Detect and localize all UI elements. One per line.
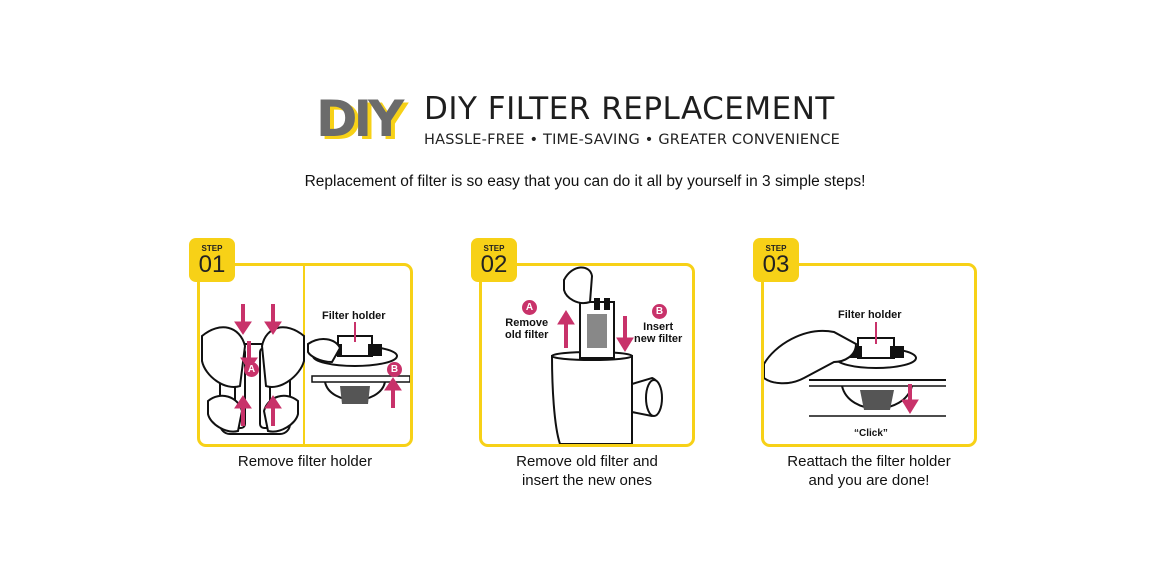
step-2-caption-line-1: Remove old filter and xyxy=(516,453,658,470)
step-3-caption-line-2: and you are done! xyxy=(808,472,930,489)
step-2-badge-number: 02 xyxy=(480,251,508,278)
insert-new-filter-label: Insert new filter xyxy=(634,321,682,345)
step-3-badge: STEP 03 xyxy=(753,238,799,282)
logo-text: DIY xyxy=(316,90,404,148)
step-2-badge: STEP 02 xyxy=(471,238,517,282)
step-1-badge: STEP 01 xyxy=(189,238,235,282)
step-2-caption: Remove old filter and insert the new one… xyxy=(479,452,695,490)
step-1-illustration xyxy=(201,266,410,444)
step-3-caption: Reattach the filter holder and you are d… xyxy=(761,452,977,490)
filter-holder-label: Filter holder xyxy=(838,309,902,321)
marker-b: B xyxy=(652,304,667,319)
step-2-badge-label: STEP xyxy=(483,244,505,253)
filter-holder-label: Filter holder xyxy=(322,310,386,322)
step-1-badge-label: STEP xyxy=(201,244,223,253)
header: DIY DIY DIY FILTER REPLACEMENT HASSLE-FR… xyxy=(316,92,876,152)
intro-text: Replacement of filter is so easy that yo… xyxy=(304,173,866,190)
logo-shadow-text: DIY xyxy=(320,93,408,151)
step-1-card: Filter holder A B xyxy=(197,263,413,447)
remove-label-line-2: old filter xyxy=(505,329,549,341)
step-3-illustration xyxy=(764,322,946,417)
step-1-caption-line-1: Remove filter holder xyxy=(237,453,373,470)
step-3-badge-number: 03 xyxy=(762,251,790,278)
click-label: “Click” xyxy=(854,428,888,439)
page-title: DIY FILTER REPLACEMENT xyxy=(424,91,835,127)
diy-logo: DIY DIY xyxy=(316,94,416,148)
step-2-illustration xyxy=(550,266,663,444)
step-3-badge-label: STEP xyxy=(765,244,787,253)
marker-b: B xyxy=(387,362,402,377)
step-1-badge-number: 01 xyxy=(198,251,226,278)
marker-a: A xyxy=(522,300,537,315)
step-1-caption: Remove filter holder xyxy=(197,452,413,471)
remove-old-filter-label: Remove old filter xyxy=(505,317,548,341)
step-2-card: A Remove old filter B Insert new filter xyxy=(479,263,695,447)
page-subtitle: HASSLE-FREE • TIME-SAVING • GREATER CONV… xyxy=(424,132,841,148)
marker-a: A xyxy=(244,362,259,377)
insert-label-line-1: Insert xyxy=(643,321,674,333)
step-3-caption-line-1: Reattach the filter holder xyxy=(787,453,951,470)
step-3-card: Filter holder “Click” xyxy=(761,263,977,447)
remove-label-line-1: Remove xyxy=(505,317,549,329)
insert-label-line-2: new filter xyxy=(634,333,683,345)
step-2-caption-line-2: insert the new ones xyxy=(521,472,653,489)
